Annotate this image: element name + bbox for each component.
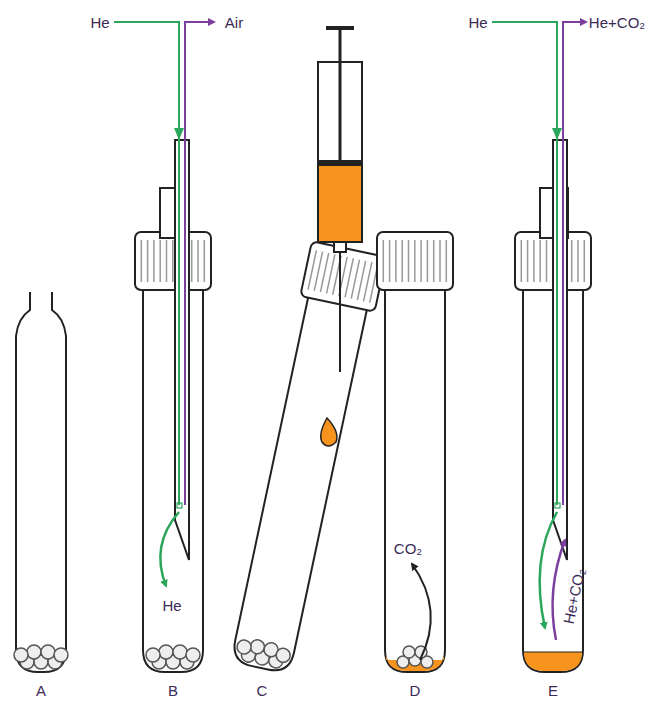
bead <box>186 648 200 662</box>
cap-rib <box>172 240 174 282</box>
panel-letter: C <box>257 682 268 699</box>
bead <box>41 645 55 659</box>
cap-rib <box>147 240 149 282</box>
gas-label: He <box>162 597 181 614</box>
cap-rib <box>584 240 586 282</box>
cap-rib <box>401 240 403 282</box>
cap-rib <box>433 240 435 282</box>
cap-rib <box>408 240 410 282</box>
cap-rib <box>446 240 448 282</box>
gas-label: Air <box>225 14 243 31</box>
gas-label: He <box>90 14 109 31</box>
gas-label: He+CO₂ <box>589 14 645 31</box>
cap-rib <box>420 240 422 282</box>
cap-rib <box>577 240 579 282</box>
cap-rib <box>141 240 143 282</box>
cap-rib <box>439 240 441 282</box>
cap-rib <box>533 240 535 282</box>
cap-rib <box>166 240 168 282</box>
cap-rib <box>427 240 429 282</box>
bead <box>27 645 41 659</box>
gas-label: He <box>468 14 487 31</box>
cap-rib <box>153 240 155 282</box>
bead <box>275 647 292 664</box>
gas-label: CO₂ <box>394 540 422 557</box>
panel-letter: A <box>36 682 46 699</box>
bead <box>54 648 68 662</box>
cap-rib <box>521 240 523 282</box>
bead <box>146 648 160 662</box>
cap-rib <box>546 240 548 282</box>
bead <box>14 648 28 662</box>
bead <box>173 645 187 659</box>
cap-rib <box>197 240 199 282</box>
cap-rib <box>383 240 385 282</box>
cap-rib <box>191 240 193 282</box>
panel-letter: B <box>168 682 178 699</box>
cap-rib <box>389 240 391 282</box>
cap-rib <box>159 240 161 282</box>
vial-cap <box>135 232 211 290</box>
panel-letter: D <box>410 682 421 699</box>
cap-rib <box>395 240 397 282</box>
bead <box>159 645 173 659</box>
panel-letter: E <box>548 682 558 699</box>
cap-rib <box>414 240 416 282</box>
bead <box>403 646 415 658</box>
bead <box>236 639 253 656</box>
cap-rib <box>539 240 541 282</box>
vial-cap <box>377 232 453 290</box>
cap-rib <box>571 240 573 282</box>
cap-rib <box>204 240 206 282</box>
cap-rib <box>527 240 529 282</box>
